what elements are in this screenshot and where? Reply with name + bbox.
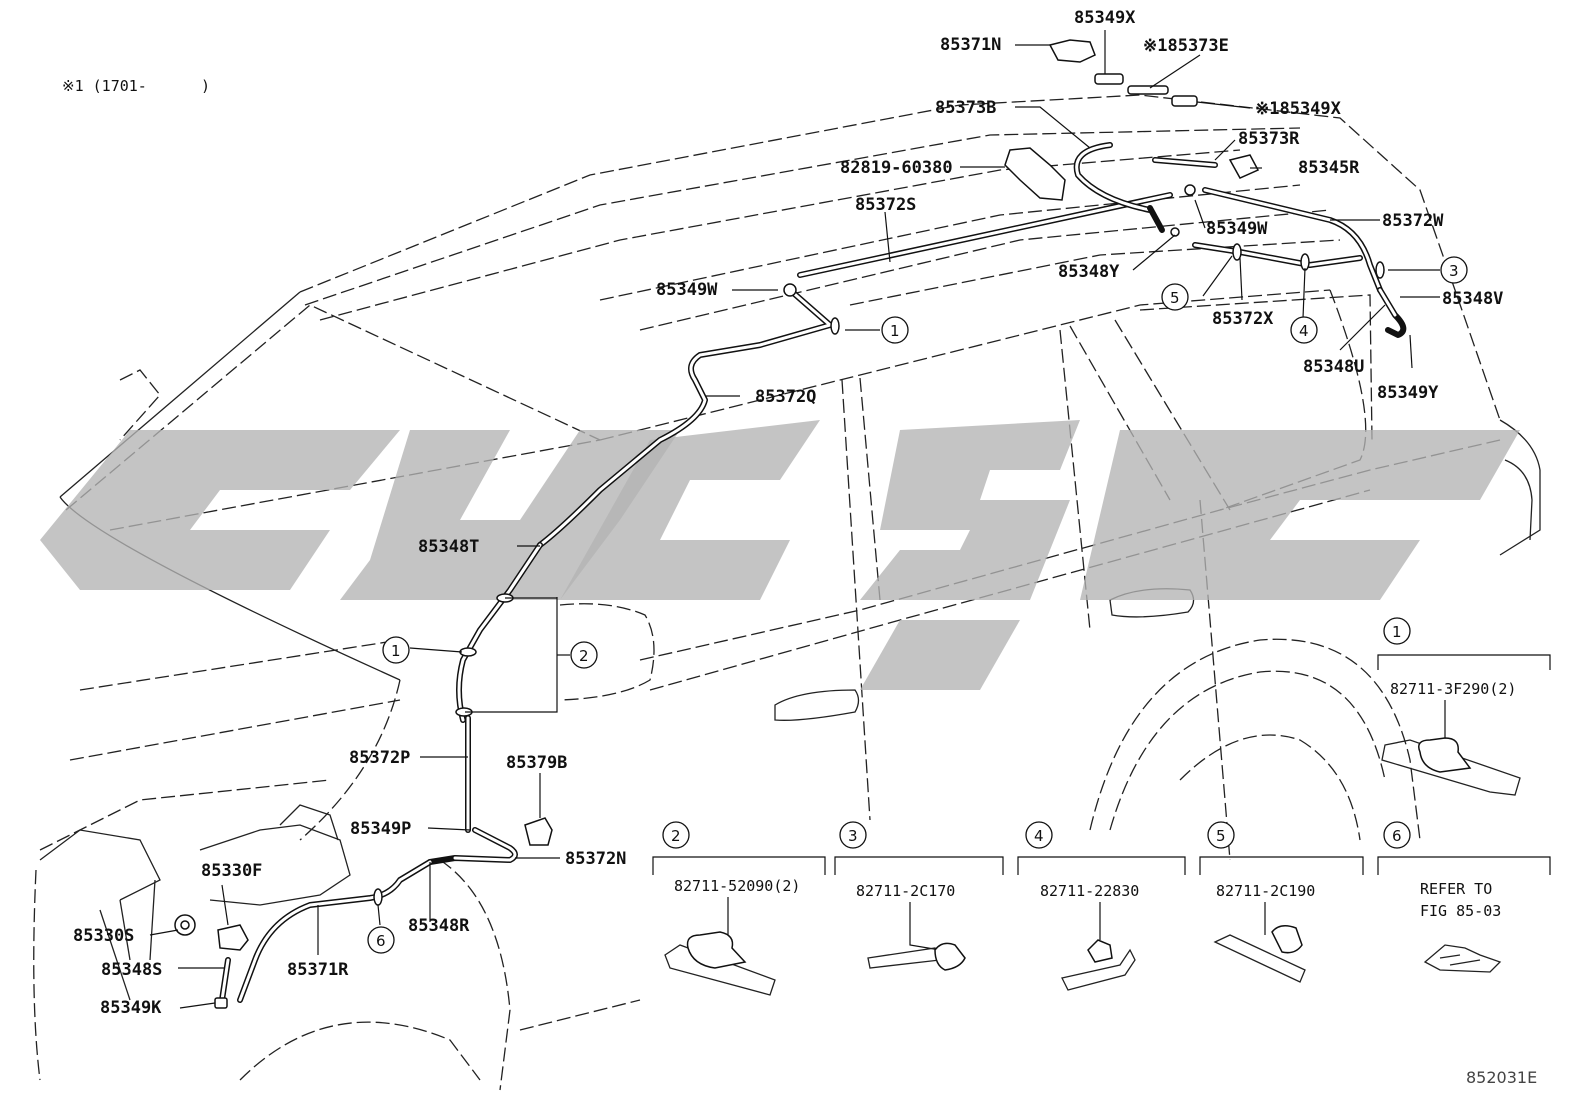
label-85371R: 85371R: [287, 960, 349, 980]
label-85373B: 85373B: [935, 98, 996, 118]
label-85348Y: 85348Y: [1058, 262, 1120, 282]
panel-2-part: 82711-52090(2): [674, 877, 800, 895]
label-82819-60380: 82819-60380: [840, 158, 953, 178]
label-85330F: 85330F: [201, 861, 262, 881]
watermark: [40, 420, 1520, 690]
panel-3-index: 3: [848, 827, 858, 845]
clip-panel-1: 1 82711-3F290(2): [1377, 617, 1551, 796]
label-85372W: 85372W: [1382, 211, 1444, 231]
label-85348U: 85348U: [1303, 357, 1364, 377]
label-85348S: 85348S: [101, 960, 162, 980]
clip-panel-5: 5 82711-2C190: [1199, 821, 1364, 983]
callout-3-rear: 3: [1449, 262, 1459, 280]
label-85345R: 85345R: [1298, 158, 1360, 178]
clip-panel-2: 2 82711-52090(2): [652, 821, 826, 996]
diagram-code: 852031E: [1466, 1068, 1537, 1087]
label-85348V: 85348V: [1442, 289, 1503, 309]
callout-2-mirror: 2: [579, 647, 589, 665]
callout-1-roof: 1: [890, 322, 900, 340]
callout-circles: 1 3 5 4 1 2 6: [367, 256, 1468, 954]
label-85349X-right: ※185349X: [1255, 99, 1342, 119]
panel-6-refer-line2: FIG 85-03: [1420, 902, 1501, 920]
clip-panel-4: 4 82711-22830: [1017, 821, 1186, 991]
panel-4-part: 82711-22830: [1040, 882, 1139, 900]
callout-4-rear: 4: [1299, 322, 1309, 340]
part-shapes: [174, 39, 1385, 1009]
label-85349X-top: 85349X: [1074, 8, 1136, 28]
label-85349Y: 85349Y: [1377, 383, 1439, 403]
label-85372P: 85372P: [349, 748, 410, 768]
clip-panel-3: 3 82711-2C170: [834, 821, 1004, 971]
label-85372S: 85372S: [855, 195, 916, 215]
label-85349P: 85349P: [350, 819, 411, 839]
panel-1-index: 1: [1392, 623, 1402, 641]
label-85348T: 85348T: [418, 537, 479, 557]
panel-5-index: 5: [1216, 827, 1226, 845]
panel-2-index: 2: [671, 827, 681, 845]
label-85372X: 85372X: [1212, 309, 1274, 329]
panel-3-part: 82711-2C170: [856, 882, 955, 900]
label-85348R: 85348R: [408, 916, 470, 936]
part-labels: 85349X 85371N ※185373E ※185349X 85373B 8…: [73, 8, 1503, 1018]
label-85372Q: 85372Q: [755, 387, 816, 407]
panel-1-part: 82711-3F290(2): [1390, 680, 1516, 698]
clip-panel-6: 6 REFER TO FIG 85-03: [1377, 821, 1551, 973]
label-85371N: 85371N: [940, 35, 1001, 55]
clip-panels: 1 82711-3F290(2) 2 82711-52090(2) 3 8271…: [652, 617, 1551, 996]
panel-6-index: 6: [1392, 827, 1402, 845]
label-85349W-right: 85349W: [1206, 219, 1268, 239]
callout-1-pillar: 1: [391, 642, 401, 660]
leader-lines: [149, 30, 1440, 1009]
panel-4-index: 4: [1034, 827, 1044, 845]
washer-hoses: [219, 142, 1407, 1003]
label-85373R: 85373R: [1238, 129, 1300, 149]
callout-5-rear: 5: [1170, 289, 1180, 307]
panel-6-refer-line1: REFER TO: [1420, 880, 1492, 898]
label-85330S: 85330S: [73, 926, 134, 946]
label-85372N: 85372N: [565, 849, 626, 869]
callout-6-front: 6: [376, 932, 386, 950]
year-note: ※1 (1701- ): [62, 77, 210, 95]
panel-5-part: 82711-2C190: [1216, 882, 1315, 900]
label-85373E: ※185373E: [1143, 36, 1229, 56]
label-85349W-left: 85349W: [656, 280, 718, 300]
label-85379B: 85379B: [506, 753, 567, 773]
label-85349K: 85349K: [100, 998, 162, 1018]
